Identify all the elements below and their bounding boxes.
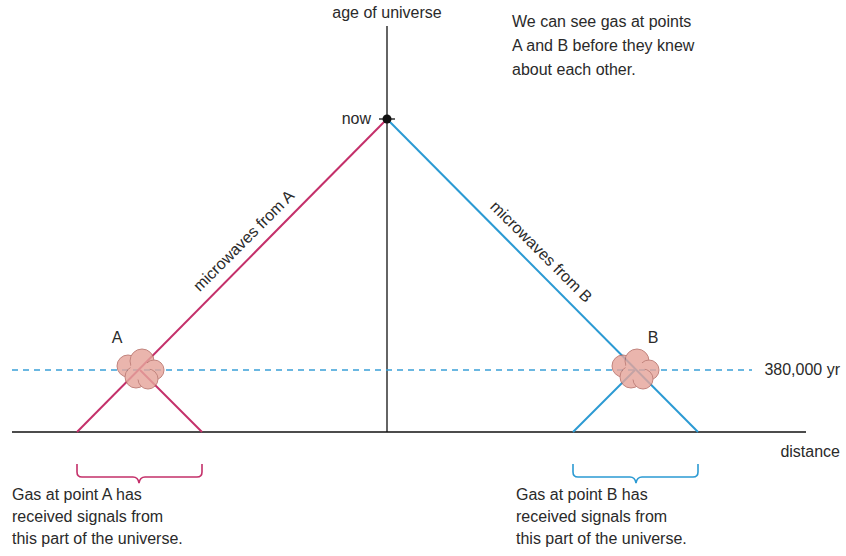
- path-label-holder: microwaves from B: [485, 196, 597, 308]
- axis-label: age of universe: [332, 2, 441, 24]
- point-label: B: [648, 327, 659, 349]
- caption-text-holder: Gas at point B has received signals from…: [516, 484, 692, 550]
- caption-text-holder: Gas at point A has received signals from…: [12, 484, 188, 550]
- gas-cloud: [117, 349, 164, 389]
- path-label: microwaves from B: [485, 196, 597, 308]
- time-marker-label-holder: now: [342, 108, 371, 130]
- now-tick: [379, 118, 395, 119]
- path-label-holder: microwaves from A: [188, 185, 299, 296]
- note-text: We can see gas at points A and B before …: [512, 10, 700, 82]
- point-label: A: [112, 327, 123, 349]
- time-marker-label: now: [342, 108, 371, 130]
- epoch-label-holder: 380,000 yr: [764, 359, 840, 381]
- axis-label-holder: age of universe: [332, 2, 441, 24]
- cloud-core: [625, 360, 645, 380]
- time-axis: [386, 26, 387, 432]
- note-text-holder: We can see gas at points A and B before …: [512, 10, 700, 82]
- caption-text: Gas at point B has received signals from…: [516, 484, 692, 550]
- axis-label-holder: distance: [780, 441, 840, 463]
- axis-label: distance: [780, 441, 840, 463]
- path-label: microwaves from A: [188, 185, 299, 296]
- range-bracket: [573, 464, 698, 483]
- cloud-core: [130, 360, 150, 380]
- caption-text: Gas at point A has received signals from…: [12, 484, 188, 550]
- epoch-label: 380,000 yr: [764, 359, 840, 381]
- point-label-holder: A: [112, 327, 123, 349]
- point-label-holder: B: [648, 327, 659, 349]
- microwave-path: [387, 119, 698, 432]
- microwave-path: [77, 119, 387, 432]
- gas-cloud: [612, 349, 659, 389]
- range-bracket: [77, 464, 202, 483]
- distance-axis: [12, 431, 806, 432]
